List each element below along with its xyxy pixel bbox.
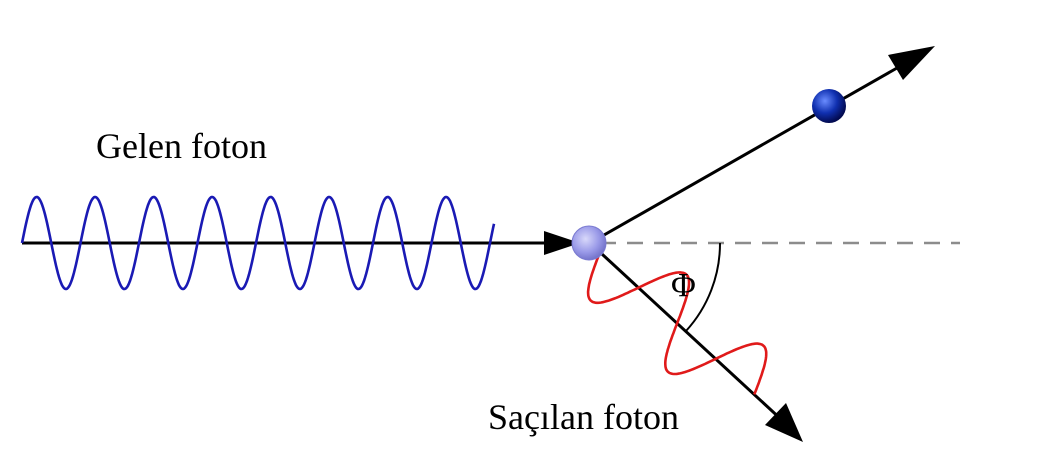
electron-direction-arrow [589, 62, 905, 245]
incoming-photon-wave [20, 195, 496, 291]
target-particle-icon [571, 225, 607, 261]
scattered-photon-arrow [588, 241, 786, 424]
scattered-photon-arrowhead [765, 403, 803, 442]
angle-symbol: Φ [671, 267, 696, 304]
scattered-photon-label: Saçılan foton [488, 397, 679, 437]
electron-arrowhead [888, 46, 935, 80]
incoming-photon-label: Gelen foton [96, 126, 267, 166]
scattered-photon-wave [586, 251, 768, 395]
incoming-arrowhead [544, 231, 580, 255]
electron-icon [812, 89, 846, 123]
scattering-angle-arc [685, 242, 722, 332]
